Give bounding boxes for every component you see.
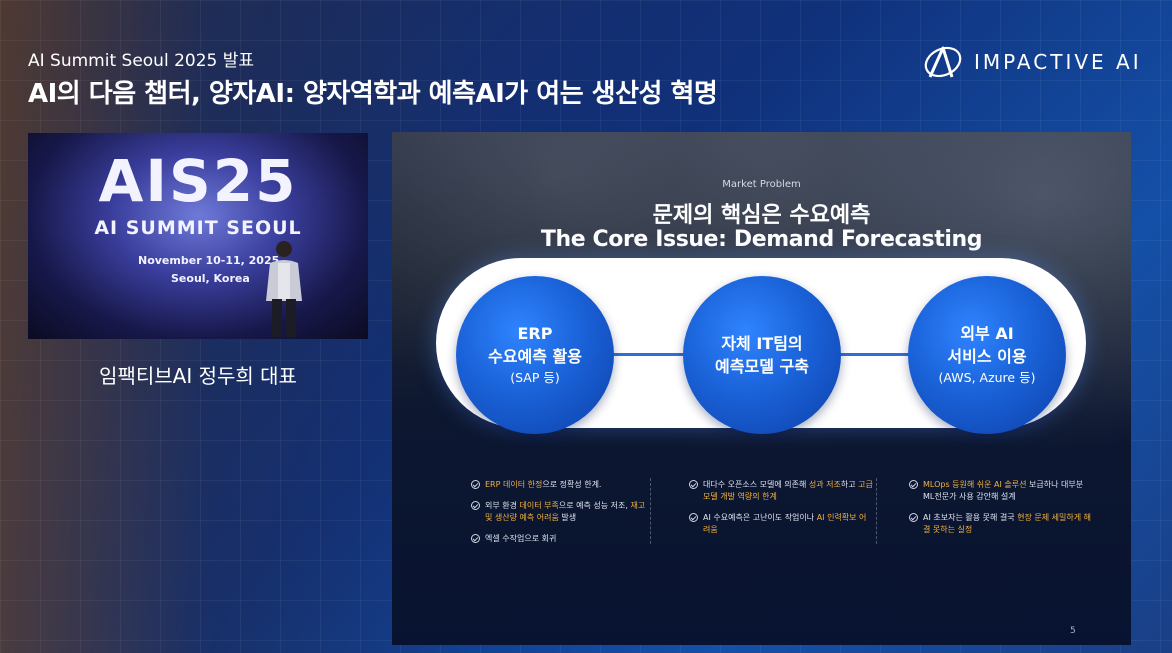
check-circle-icon	[909, 513, 918, 522]
circle-line1: 자체 IT팀의	[721, 334, 803, 353]
bullet-text: 발생	[558, 513, 577, 522]
circle-line2: 예측모델 구축	[715, 357, 809, 376]
company-logo: IMPACTIVE AI	[922, 44, 1142, 80]
speaker-name: 임팩티브AI 정두희 대표	[99, 364, 297, 388]
bullet-text: 외부 환경	[485, 501, 520, 510]
circle-connector-1	[612, 353, 692, 356]
video-event-date: November 10-11, 2025	[138, 254, 280, 267]
bullet-item: 외부 환경 데이터 부족으로 예측 성능 저조, 재고 및 생산량 예측 어려움…	[471, 500, 655, 524]
circle-line1: 외부 AI	[960, 324, 1014, 343]
bullet-item: AI 초보자는 활용 못해 결국 현장 문제 세밀하게 해결 못하는 실정	[909, 512, 1093, 536]
bullet-highlight: AI 인력확보 어려움	[703, 513, 867, 534]
bullet-item: 대다수 오픈소스 모델에 의존해 성과 저조하고 고급모델 개발 역량의 한계	[689, 479, 873, 503]
bullet-item: MLOps 등원해 쉬운 AI 솔루션 보급하나 대부분 ML전문가 사용 감안…	[909, 479, 1093, 503]
slide-page-number: 5	[1070, 626, 1076, 636]
slide-title-korean: 문제의 핵심은 수요예측	[652, 203, 871, 228]
bullet-text: 보급하나 대부분 ML전문가 사용 감안해 설계	[923, 480, 1084, 501]
bullet-text: 대다수 오픈소스 모델에 의존해	[703, 480, 809, 489]
bullet-highlight: 고급모델 개발 역량의 한계	[703, 480, 873, 501]
option-circle-in-house: 자체 IT팀의 예측모델 구축	[683, 276, 841, 434]
circle-line3: (SAP 등)	[510, 370, 560, 385]
bullet-text: 으로 예측 성능 저조,	[558, 501, 631, 510]
check-circle-icon	[471, 480, 480, 489]
check-circle-icon	[471, 501, 480, 510]
logo-text: IMPACTIVE AI	[974, 50, 1142, 74]
header-subtitle: AI Summit Seoul 2025 발표	[28, 51, 255, 71]
header-title: AI의 다음 챕터, 양자AI: 양자역학과 예측AI가 여는 생산성 혁명	[28, 79, 718, 109]
circle-connector-2	[838, 353, 918, 356]
column-divider	[876, 478, 877, 544]
bullet-highlight: 현장 문제 세밀하게 해결 못하는 실정	[923, 513, 1092, 534]
column-divider	[650, 478, 651, 544]
bullet-item: 엑셀 수작업으로 회귀	[471, 533, 655, 545]
presentation-slide: Market Problem 문제의 핵심은 수요예측 The Core Iss…	[392, 132, 1131, 645]
bullet-text: AI 초보자는 활용 못해 결국	[923, 513, 1018, 522]
bullet-item: AI 수요예측은 고난이도 작업이나 AI 인력확보 어려움	[689, 512, 873, 536]
slide-section-label: Market Problem	[722, 179, 801, 190]
bullet-item: ERP 데이터 한정으로 정확성 한계.	[471, 479, 655, 491]
circle-line3: (AWS, Azure 등)	[938, 370, 1036, 385]
problem-column-in-house: 대다수 오픈소스 모델에 의존해 성과 저조하고 고급모델 개발 역량의 한계 …	[689, 479, 873, 545]
bullet-highlight: ERP 데이터 한정	[485, 480, 543, 489]
impactive-a-logo-icon	[924, 46, 962, 78]
circle-line2: 수요예측 활용	[488, 347, 582, 366]
slide-title-english: The Core Issue: Demand Forecasting	[540, 227, 983, 252]
bullet-text: 하고	[840, 480, 859, 489]
option-circle-erp: ERP 수요예측 활용 (SAP 등)	[456, 276, 614, 434]
speaker-video-panel[interactable]: AIS25 AI SUMMIT SEOUL November 10-11, 20…	[28, 133, 368, 339]
video-event-location: Seoul, Korea	[171, 272, 250, 285]
option-circle-external-ai: 외부 AI 서비스 이용 (AWS, Azure 등)	[908, 276, 1066, 434]
check-circle-icon	[909, 480, 918, 489]
circle-line2: 서비스 이용	[947, 347, 1027, 366]
problem-column-erp: ERP 데이터 한정으로 정확성 한계. 외부 환경 데이터 부족으로 예측 성…	[471, 479, 655, 554]
check-circle-icon	[471, 534, 480, 543]
circle-line1: ERP	[517, 324, 553, 343]
bullet-text: 엑셀 수작업으로 회귀	[485, 534, 557, 543]
bullet-text: 으로 정확성 한계.	[542, 480, 602, 489]
bullet-highlight: 성과 저조	[808, 480, 841, 489]
check-circle-icon	[689, 480, 698, 489]
video-event-name: AI SUMMIT SEOUL	[94, 217, 302, 239]
bullet-highlight: 재고 및 생산량 예측 어려움	[485, 501, 646, 522]
bullet-text: AI 수요예측은 고난이도 작업이나	[703, 513, 817, 522]
speaker-figure	[266, 241, 302, 337]
problem-column-external-ai: MLOps 등원해 쉬운 AI 솔루션 보급하나 대부분 ML전문가 사용 감안…	[909, 479, 1093, 545]
bullet-highlight: 데이터 부족	[519, 501, 559, 510]
bullet-highlight: MLOps 등원해 쉬운 AI 솔루션	[923, 480, 1027, 489]
check-circle-icon	[689, 513, 698, 522]
video-event-logo: AIS25	[98, 147, 298, 215]
